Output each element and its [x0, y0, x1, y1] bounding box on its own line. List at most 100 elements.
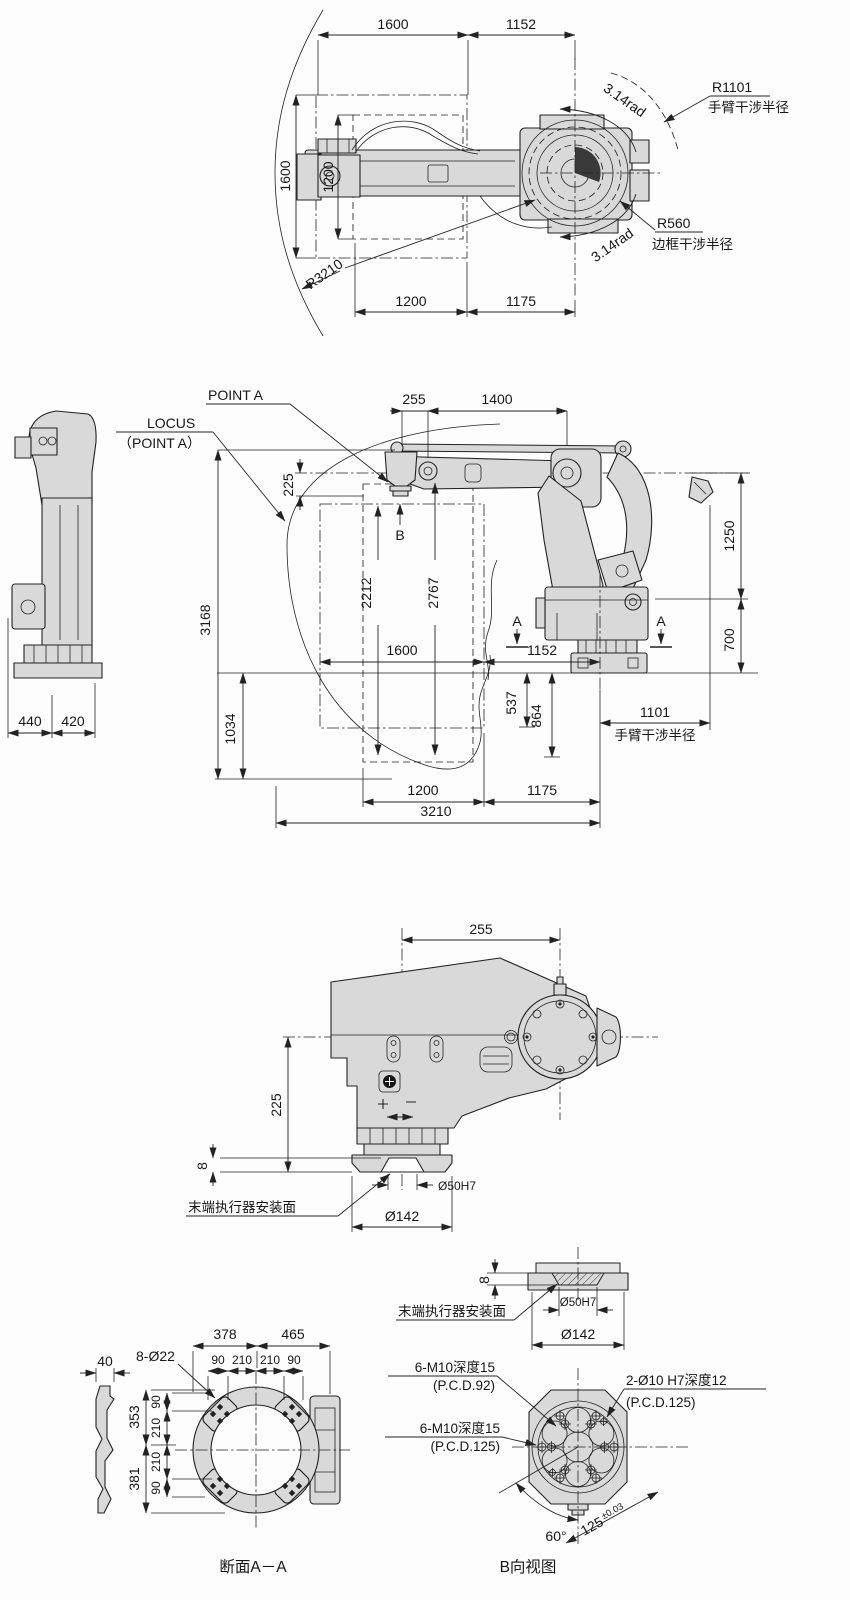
thread-label: 6-M10深度15 — [420, 1421, 500, 1436]
section-mark: A — [512, 613, 522, 629]
dim-label: 90 — [287, 1353, 301, 1367]
side-plate — [95, 1385, 115, 1514]
ring-section — [175, 1372, 350, 1528]
flange-recess — [380, 1157, 425, 1173]
r3210-envelope-arc — [274, 9, 324, 337]
dim-label: 90 — [149, 1395, 163, 1409]
r1101-callout: R1101 手臂干涉半径 — [663, 79, 789, 123]
dim-label: 2767 — [425, 577, 441, 608]
angle-label: 60° — [545, 1528, 566, 1544]
thread-callout-pcd92: 6-M10深度15 (P.C.D.92) — [388, 1360, 557, 1427]
dowel-label: (P.C.D.125) — [626, 1395, 696, 1410]
dim-label: 8 — [194, 1162, 210, 1170]
mount-face-label: 末端执行器安装面 — [188, 1200, 296, 1215]
inner-envelope-rect — [362, 483, 474, 763]
plus-minus-marks — [378, 1099, 416, 1109]
dim-label: 3210 — [420, 803, 451, 819]
dim-label: 手臂干涉半径 — [615, 728, 696, 743]
rotation-label-top: 3.14rad — [601, 80, 649, 120]
thread-label: (P.C.D.125) — [430, 1439, 500, 1454]
dim-label: 1175 — [506, 293, 536, 309]
dim-label: Ø142 — [561, 1326, 595, 1342]
dim-label: 1200 — [320, 161, 336, 192]
point-a-label: POINT A — [208, 387, 264, 403]
dim-label: 210 — [149, 1418, 163, 1438]
section-aa-view: 40 8-Ø22 378 465 90 210 210 90 353 381 9… — [80, 1326, 350, 1576]
dowel-label: 2-Ø10 H7深度12 — [626, 1373, 727, 1388]
locus-curve — [286, 423, 501, 770]
radius-label: 边框干涉半径 — [652, 237, 733, 252]
dim-label: 537 — [503, 691, 519, 715]
dim-label: 440 — [18, 713, 42, 729]
point-b-label: B — [395, 527, 404, 543]
dim-label: 1152 — [527, 642, 557, 658]
dim-label: 465 — [281, 1326, 305, 1342]
dim-label: 1400 — [481, 391, 512, 407]
top-view: 3.14rad 3.14rad 1600 1152 1600 1200 1200… — [274, 9, 789, 337]
view-title: 断面A－A — [219, 1558, 287, 1576]
dim-label: 3168 — [197, 604, 213, 635]
dim-label: 378 — [213, 1326, 237, 1342]
view-b: 60° 125 ±0.03 6-M10深度15 (P.C.D.92) 6-M10… — [385, 1360, 766, 1576]
dim-label: 381 — [126, 1467, 142, 1491]
section-mark: A — [656, 613, 666, 629]
dim-label: 1250 — [721, 520, 737, 551]
thread-label: 6-M10深度15 — [415, 1360, 495, 1375]
dim-label: 700 — [721, 628, 737, 652]
thread-callout-pcd125: 6-M10深度15 (P.C.D.125) — [385, 1421, 537, 1454]
dim-label: 255 — [469, 921, 493, 937]
dim-label: 210 — [149, 1452, 163, 1472]
r1101-arc — [610, 72, 679, 151]
wrist-detail-view: 255 225 8 末端执行器安装面 Ø50H7 Ø142 — [186, 921, 658, 1232]
radius-value: R560 — [657, 215, 691, 231]
rotation-arrow-top — [559, 105, 637, 153]
rotation-cw-label: 3.14rad — [601, 80, 649, 120]
dim-label: 420 — [61, 713, 85, 729]
dim-label: 1600 — [386, 642, 417, 658]
view-title: B向视图 — [500, 1558, 557, 1576]
dim-label: 353 — [126, 1405, 142, 1429]
locus-label: LOCUS — [147, 415, 195, 431]
dim-label: Ø50H7 — [438, 1179, 476, 1193]
dim-label: 1600 — [277, 160, 293, 191]
dim-label: 90 — [211, 1353, 225, 1367]
dim-label: 1034 — [222, 713, 238, 744]
locus-curve-break — [485, 559, 498, 681]
dim-label: 864 — [528, 704, 544, 728]
top-view-robot — [296, 114, 650, 234]
front-view: 440 420 POINT A LOCUS — [7, 387, 758, 828]
dim-label: Ø142 — [385, 1208, 419, 1224]
radius-value: R3210 — [303, 255, 346, 292]
thread-label: (P.C.D.92) — [433, 1378, 495, 1393]
dim-label: 210 — [260, 1353, 280, 1367]
radius-value: R1101 — [712, 79, 752, 95]
dim-label: 1600 — [377, 16, 408, 32]
dim-label: Ø50H7 — [560, 1297, 596, 1309]
dim-label: 90 — [149, 1481, 163, 1495]
rotation-arrow-bottom — [559, 193, 637, 241]
locus-label: （POINT A） — [118, 435, 201, 451]
mount-face-label: 末端执行器安装面 — [398, 1304, 506, 1319]
dim-label: 225 — [280, 473, 296, 497]
dowel-callout: 2-Ø10 H7深度12 (P.C.D.125) — [606, 1373, 766, 1418]
front-view-robot — [295, 440, 750, 690]
dim-label: 255 — [402, 391, 426, 407]
dim-label: 2212 — [358, 577, 374, 608]
wrist-flange-circle — [517, 994, 603, 1080]
dim-label: 210 — [232, 1353, 252, 1367]
holes-label: 8-Ø22 — [136, 1348, 175, 1364]
dim-label: 1152 — [506, 16, 536, 32]
r560-callout: R560 边框干涉半径 — [619, 200, 733, 252]
dim-label: 225 — [268, 1093, 284, 1117]
dim-label: 1200 — [395, 293, 426, 309]
r3210-callout: R3210 — [301, 199, 536, 292]
dim-label: 1200 — [407, 782, 438, 798]
wrist-body — [330, 957, 622, 1173]
flange-section-view: 8 末端执行器安装面 Ø50H7 Ø142 — [396, 1247, 629, 1350]
dim-label: 1101 — [640, 704, 670, 720]
dim-label: 1175 — [527, 782, 557, 798]
radius-label: 手臂干涉半径 — [708, 100, 789, 115]
dim-label: 8 — [476, 1276, 492, 1284]
